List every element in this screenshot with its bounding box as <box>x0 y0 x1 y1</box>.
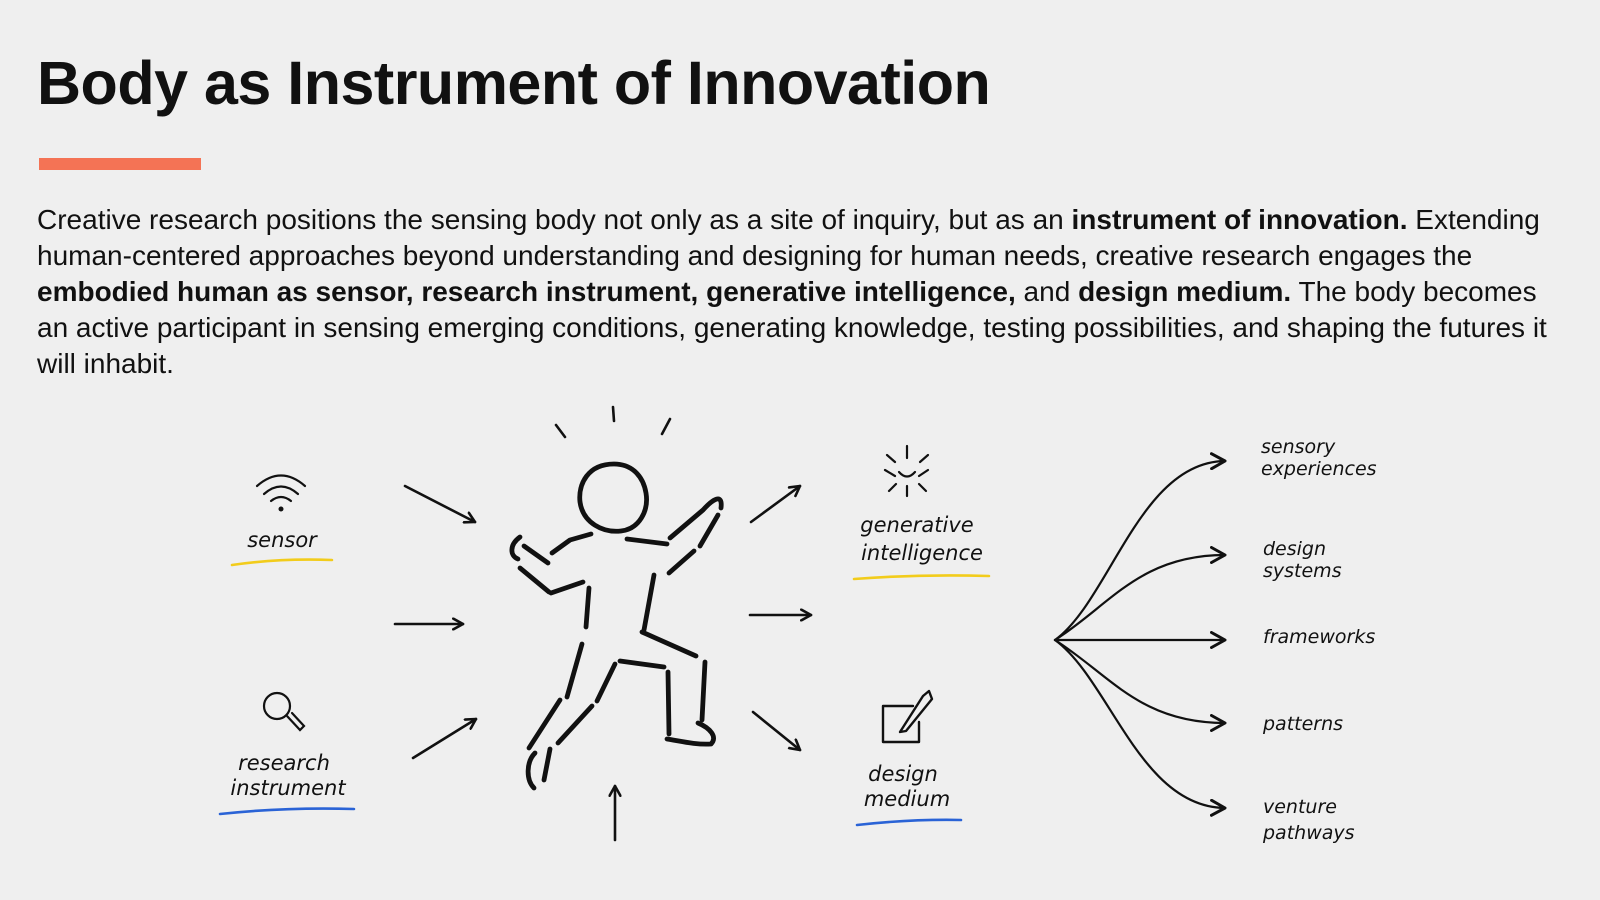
outcome-4: patterns <box>1262 713 1343 735</box>
sensor-label: sensor <box>247 528 318 552</box>
wifi-icon <box>255 474 307 512</box>
outcome-5-line1: venture <box>1263 796 1337 818</box>
outgoing-arrows <box>748 484 813 752</box>
sparkle-icon <box>883 444 930 498</box>
outcome-1-line1: sensory <box>1261 436 1336 458</box>
embodiment-diagram: sensor research instrument <box>218 405 1377 844</box>
generative-underline <box>852 574 991 581</box>
fanout-arrows <box>1053 452 1227 817</box>
outcome-2-line2: systems <box>1263 560 1342 582</box>
pencil-square-icon <box>881 689 934 744</box>
para-bold-1: instrument of innovation. <box>1071 204 1408 235</box>
para-bold-2: embodied human as sensor, research instr… <box>37 276 1016 307</box>
outcome-3: frameworks <box>1263 626 1375 648</box>
design-underline <box>855 818 963 827</box>
research-label-line1: research <box>238 751 330 775</box>
generative-label-line2: intelligence <box>861 541 983 565</box>
outcome-2-line1: design <box>1263 538 1326 560</box>
research-label-line2: instrument <box>230 776 346 800</box>
research-underline <box>218 807 356 816</box>
para-text-2: Extending human-centered approaches beyo… <box>37 204 1540 271</box>
intro-paragraph: Creative research positions the sensing … <box>37 202 1567 382</box>
para-text-3: and <box>1015 276 1079 307</box>
outcome-5-line2: pathways <box>1262 822 1355 844</box>
burst-lines <box>554 405 672 439</box>
design-label-line1: design <box>868 762 938 786</box>
design-label-line2: medium <box>864 787 950 811</box>
para-text-4: The body becomes an active participant i… <box>37 276 1547 379</box>
magnifier-icon <box>262 691 306 732</box>
human-figure-icon <box>509 461 724 791</box>
para-bold-3: design medium. <box>1078 276 1292 307</box>
accent-bar <box>39 158 201 170</box>
para-text-1: Creative research positions the sensing … <box>37 204 1072 235</box>
page-title: Body as Instrument of Innovation <box>37 49 991 117</box>
sensor-underline <box>230 558 334 567</box>
outcome-1-line2: experiences <box>1261 458 1377 480</box>
generative-label-line1: generative <box>860 513 973 537</box>
incoming-arrows <box>393 484 615 842</box>
